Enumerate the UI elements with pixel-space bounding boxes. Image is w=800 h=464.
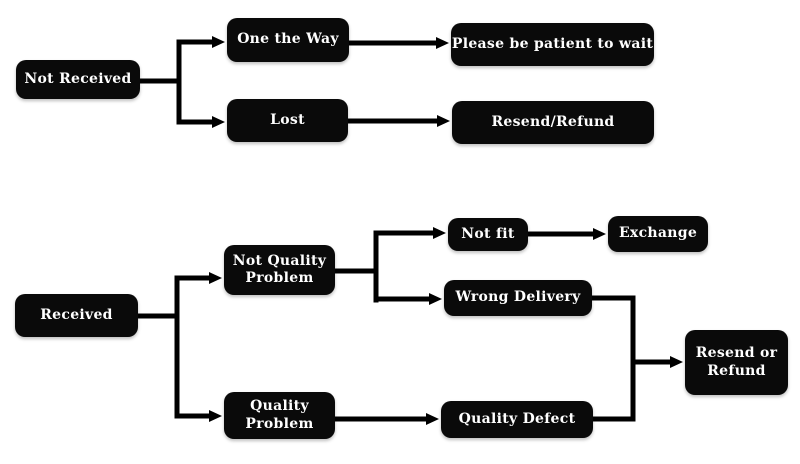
node-quality-defect: Quality Defect bbox=[441, 401, 593, 438]
node-resend-refund: Resend/Refund bbox=[452, 101, 654, 144]
node-not-fit: Not fit bbox=[448, 218, 528, 251]
node-exchange: Exchange bbox=[608, 216, 708, 252]
node-wrong-delivery: Wrong Delivery bbox=[444, 280, 592, 316]
node-not-received: Not Received bbox=[16, 60, 140, 99]
connectors-flow-not-received bbox=[137, 36, 450, 128]
node-please-be-patient: Please be patient to wait bbox=[451, 23, 654, 66]
node-resend-or-refund: Resend or Refund bbox=[685, 330, 788, 395]
node-not-quality-problem: Not Quality Problem bbox=[224, 245, 335, 295]
node-one-the-way: One the Way bbox=[227, 18, 349, 62]
connectors-flow-received bbox=[135, 227, 683, 425]
node-received: Received bbox=[15, 294, 138, 337]
node-quality-problem: Quality Problem bbox=[224, 392, 335, 439]
node-lost: Lost bbox=[227, 99, 348, 142]
